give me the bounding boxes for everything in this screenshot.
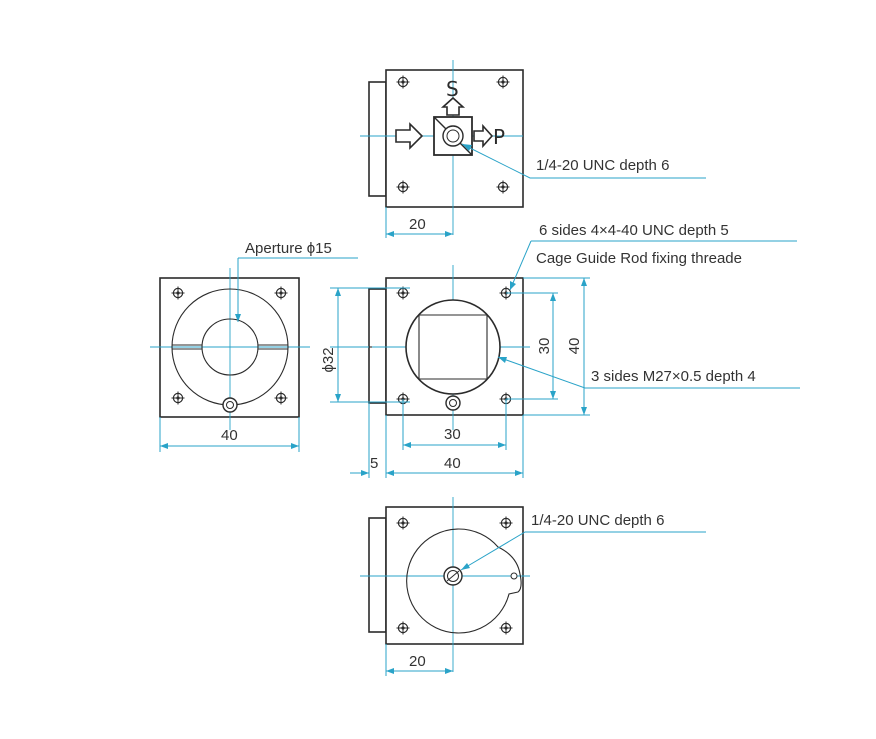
dim-arrow-icon: [386, 470, 394, 476]
dim-20-bottom: 20: [409, 653, 426, 670]
dim-arrow-icon: [291, 443, 299, 449]
dim-phi32: ϕ32: [320, 347, 337, 372]
label-p: P: [493, 125, 505, 149]
dim-40-side: 40: [221, 427, 238, 444]
cage-rod-note: Cage Guide Rod fixing threade: [536, 250, 742, 267]
dim-arrow-icon: [335, 394, 341, 402]
dim-40-horizontal: 40: [444, 455, 461, 472]
front-view: 6 sides 4×4-40 UNC depth 5 Cage Guide Ro…: [320, 222, 800, 478]
bottom-view-flange: [368, 517, 387, 633]
dim-arrow-icon: [550, 391, 556, 399]
locking-screw-icon: [222, 397, 238, 413]
dim-arrow-icon: [445, 231, 453, 237]
dim-arrow-icon: [403, 442, 411, 448]
leader-arrow-icon: [235, 314, 241, 322]
input-arrow-icon: [395, 122, 424, 150]
aperture-label: Aperture ϕ15: [245, 240, 332, 257]
leader-arrow-icon: [498, 357, 507, 363]
dim-30-vertical: 30: [536, 338, 553, 355]
detent-icon: [510, 572, 518, 580]
dim-arrow-icon: [498, 442, 506, 448]
p-arrow-icon: [473, 123, 494, 149]
dim-arrow-icon: [386, 231, 394, 237]
s-arrow-icon: [440, 96, 466, 116]
side-view: Aperture ϕ15 40: [150, 240, 358, 452]
m27-note: 3 sides M27×0.5 depth 4: [591, 368, 756, 385]
top-mount-note: 1/4-20 UNC depth 6: [536, 157, 669, 174]
locking-screw-icon: [445, 395, 461, 411]
bottom-view: 1/4-20 UNC depth 6 20: [360, 497, 706, 676]
front-view-aperture-circle: [405, 299, 501, 395]
front-view-square-window: [418, 314, 488, 380]
label-s: S: [446, 77, 459, 101]
m27-leader: [497, 356, 800, 389]
side-view-body: [159, 277, 300, 418]
dim-arrow-icon: [581, 407, 587, 415]
cage-leader: [509, 240, 532, 291]
dim-arrow-icon: [550, 293, 556, 301]
bottom-mount-note: 1/4-20 UNC depth 6: [531, 512, 664, 529]
side-view-aperture: [201, 318, 259, 376]
dim-arrow-icon: [445, 668, 453, 674]
dim-arrow-icon: [335, 288, 341, 296]
dim-20-top: 20: [409, 216, 426, 233]
dim-30-horizontal: 30: [444, 426, 461, 443]
leader-arrow-icon: [462, 144, 472, 151]
leader-arrow-icon: [510, 281, 516, 290]
front-view-flange: [368, 288, 387, 404]
dim-arrow-icon: [160, 443, 168, 449]
dim-arrow-icon: [386, 668, 394, 674]
mount-hole-icon: [443, 566, 463, 586]
dim-5: 5: [370, 455, 378, 472]
dim-arrow-icon: [361, 470, 369, 476]
bottom-view-disk: [406, 528, 522, 634]
leader-arrow-icon: [461, 563, 470, 570]
polarizer-cube-icon: [433, 116, 473, 156]
top-view-flange: [368, 81, 387, 197]
dim-arrow-icon: [515, 470, 523, 476]
top-view: S P 1/4-20 UNC depth 6 20: [360, 60, 706, 238]
bottom-mount-leader: [460, 531, 706, 571]
dim-40-vertical: 40: [566, 338, 583, 355]
dim-arrow-icon: [581, 278, 587, 286]
cage-thread-note: 6 sides 4×4-40 UNC depth 5: [539, 222, 729, 239]
top-mount-leader: [461, 143, 706, 179]
